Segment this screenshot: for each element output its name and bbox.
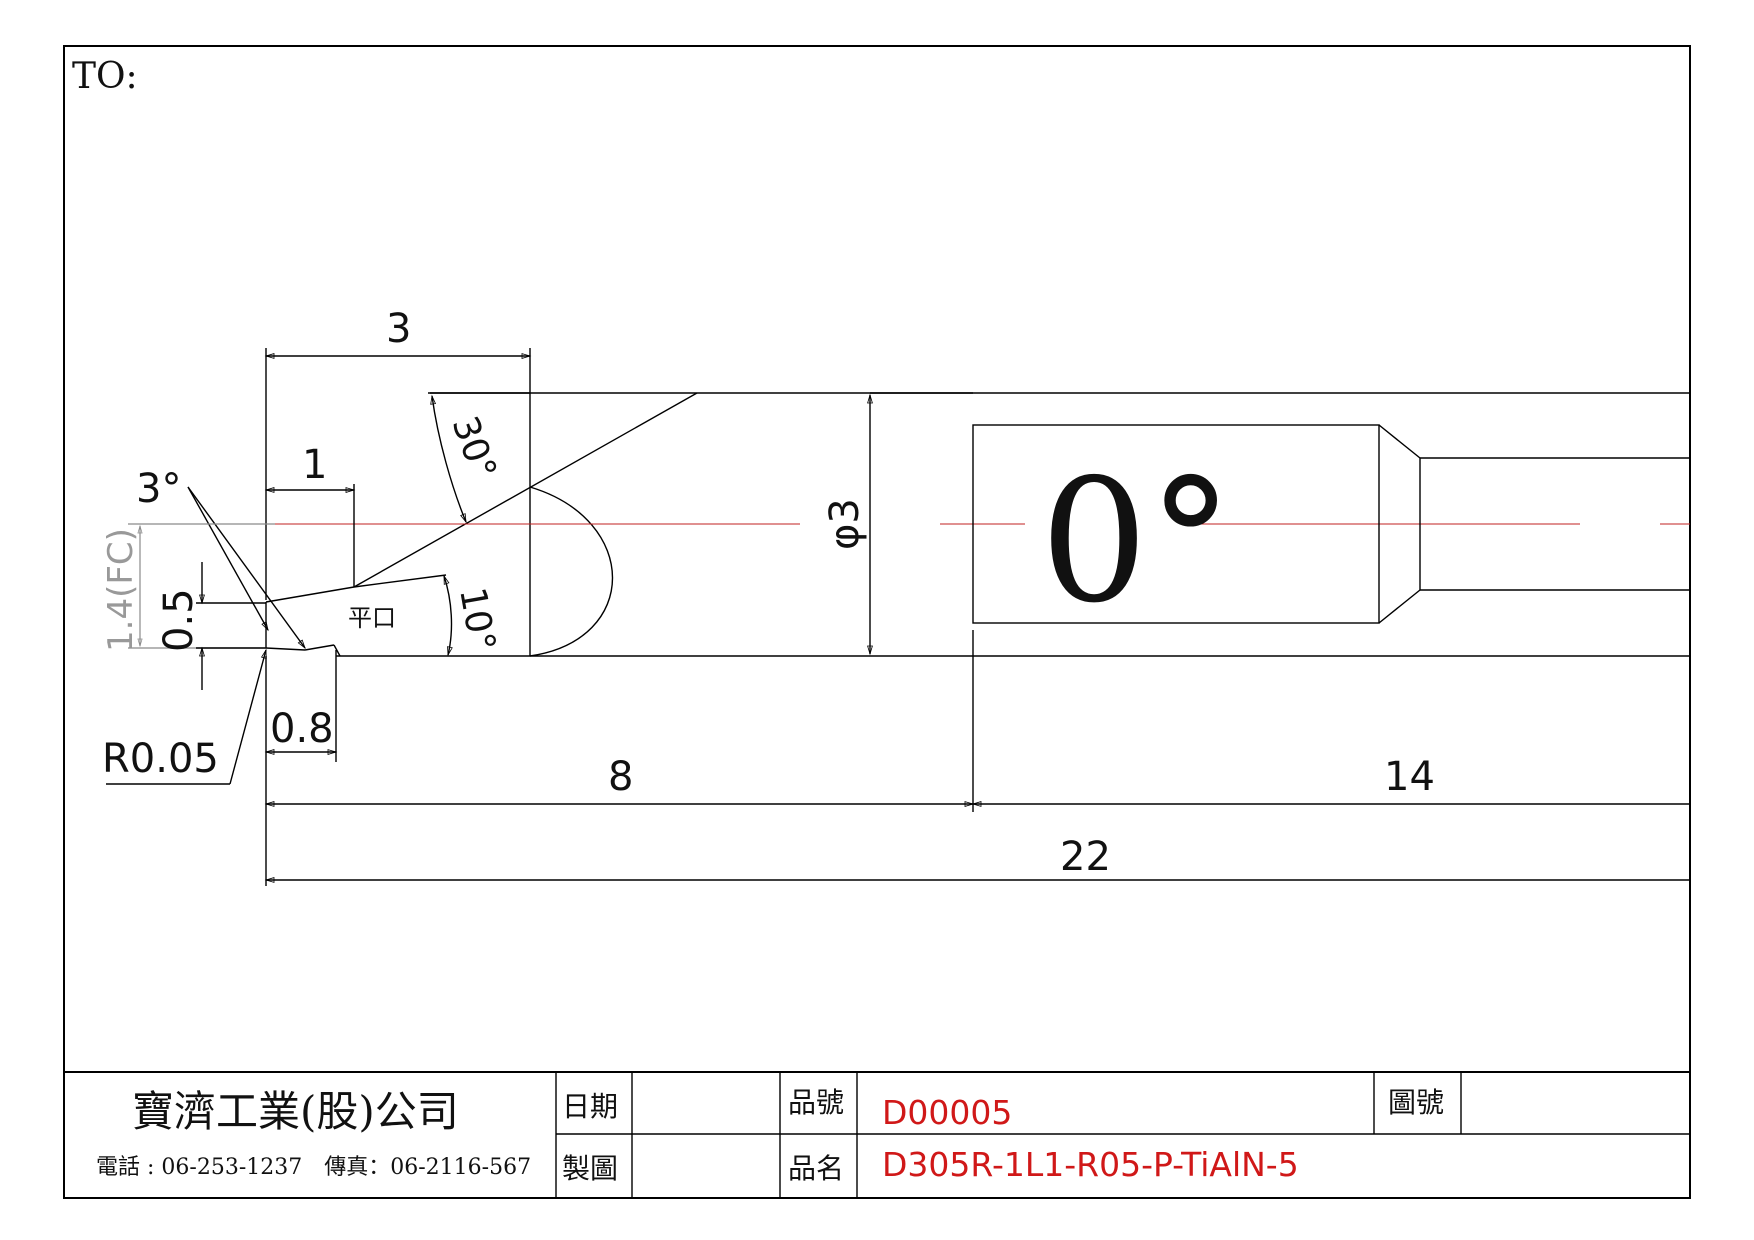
to-label: TO: — [72, 56, 138, 97]
drawing-border — [63, 45, 1691, 1199]
part-no-label: 品號 — [788, 1086, 844, 1119]
dim-14-text: 14 — [1384, 754, 1435, 800]
drawn-label: 製圖 — [562, 1152, 618, 1185]
part-no-value: D00005 — [882, 1093, 1012, 1132]
dim-22-text: 22 — [1060, 834, 1111, 880]
dim-diameter-text: φ3 — [822, 498, 868, 550]
dim-length-1 — [264, 484, 356, 587]
dim-fc-text: 1.4(FC) — [101, 528, 141, 652]
dim-3-text: 3 — [386, 306, 411, 352]
title-block — [64, 1071, 1690, 1198]
dim-length-3 — [264, 348, 532, 600]
dim-05-text: 0.5 — [156, 588, 202, 652]
flat-note: 平口 — [348, 604, 396, 632]
company-name: 寶濟工業(股)公司 — [132, 1087, 459, 1136]
tool-outline — [265, 392, 1690, 657]
part-name-value: D305R-1L1-R05-P-TiAlN-5 — [882, 1145, 1299, 1184]
dim-radius-text: R0.05 — [102, 736, 219, 782]
marking-panel — [972, 424, 1690, 624]
company-contact: 電話 : 06-253-1237 傳真：06-2116-567 — [96, 1155, 531, 1180]
dim-width-05 — [196, 562, 266, 690]
dim-length-8-14 — [264, 630, 1690, 886]
dim-width-08 — [264, 650, 338, 762]
dim-angle-10 — [443, 574, 453, 657]
date-label: 日期 — [562, 1090, 618, 1123]
dim-10-text: 10° — [451, 584, 502, 654]
dim-radius — [106, 648, 267, 785]
dim-08-text: 0.8 — [270, 706, 334, 752]
dim-angle-3 — [187, 486, 306, 650]
dim-3deg-text: 3° — [136, 466, 181, 512]
dim-angle-30 — [428, 392, 530, 524]
dim-30-text: 30° — [444, 411, 504, 485]
dim-8-text: 8 — [608, 754, 633, 800]
dim-1-text: 1 — [302, 442, 327, 488]
angle-display: 0° — [1040, 443, 1233, 641]
dim-diameter — [867, 392, 973, 656]
drawing-no-label: 圖號 — [1388, 1086, 1444, 1119]
part-name-label: 品名 — [788, 1152, 844, 1185]
